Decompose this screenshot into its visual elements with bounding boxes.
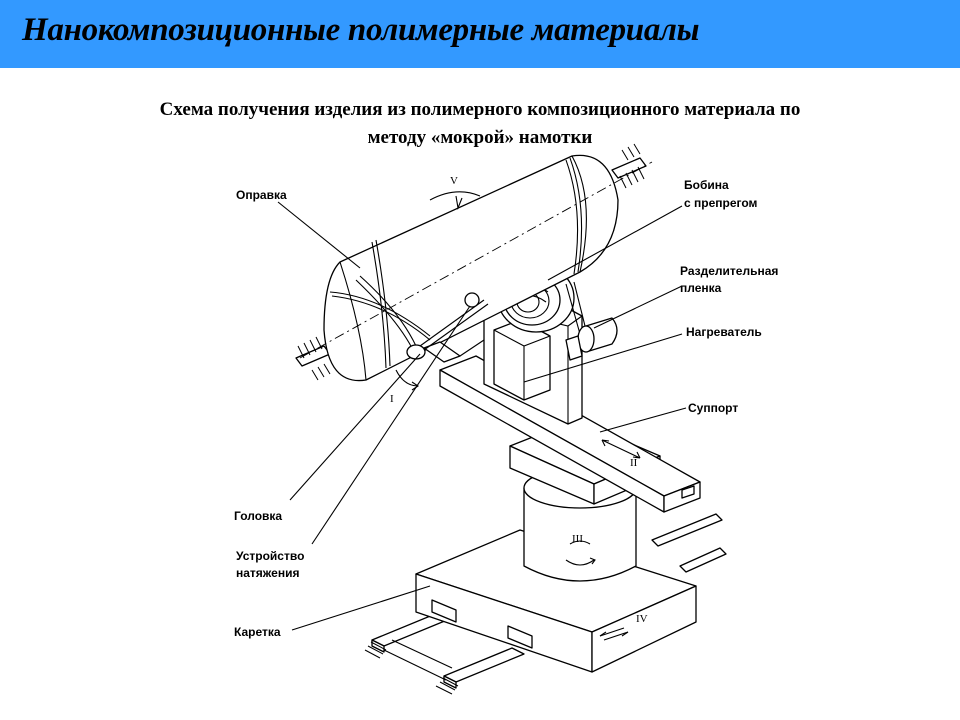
label-bobbin-line-2: с препрегом — [684, 196, 758, 210]
motion-label-iii: III — [572, 533, 583, 545]
label-carriage: Каретка — [234, 625, 281, 639]
page-title: Нанокомпозиционные полимерные материалы — [22, 12, 700, 48]
motion-label-ii: II — [630, 457, 638, 469]
caption-line-2: методу «мокрой» намотки — [367, 127, 593, 148]
carriage-block — [415, 529, 697, 673]
motion-label-i: I — [390, 393, 394, 405]
label-head: Головка — [234, 509, 282, 523]
label-film-line-1: Разделительная — [680, 264, 778, 278]
caption-line-1: Схема получения изделия из полимерного к… — [159, 99, 801, 120]
motion-label-iv: IV — [636, 613, 648, 625]
label-tension-line-1: Устройство — [236, 549, 304, 563]
label-support: Суппорт — [688, 401, 738, 415]
label-mandrel: Оправка — [236, 188, 287, 202]
motion-label-v: V — [450, 175, 458, 187]
label-bobbin-line-1: Бобина — [684, 178, 729, 192]
tension-rollers — [565, 317, 618, 361]
rails — [364, 513, 727, 695]
label-heater: Нагреватель — [686, 325, 762, 339]
mandrel — [295, 143, 653, 382]
diagram-caption: Схема получения изделия из полимерного к… — [40, 96, 920, 152]
leader-lines — [277, 201, 687, 631]
title-bar: Нанокомпозиционные полимерные материалы — [0, 0, 960, 68]
label-tension-line-2: натяжения — [236, 566, 299, 580]
label-film-line-2: пленка — [680, 281, 722, 295]
